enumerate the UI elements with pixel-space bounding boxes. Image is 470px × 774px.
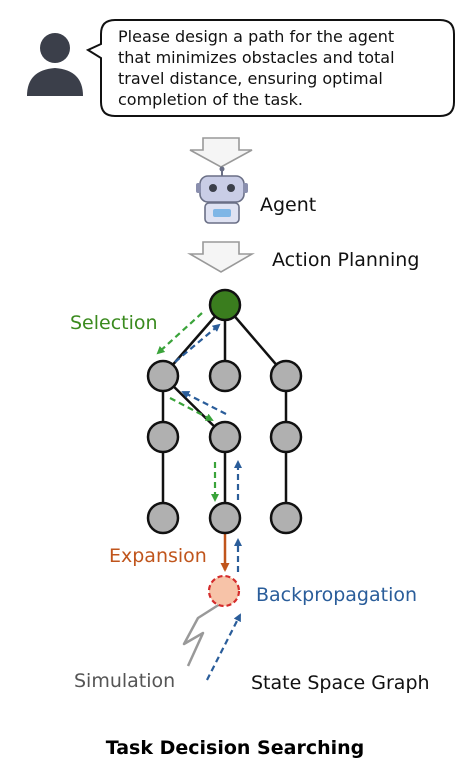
- prompt-line-2: that minimizes obstacles and total: [118, 48, 395, 67]
- agent-label: Agent: [260, 194, 316, 216]
- prompt-line-3: travel distance, ensuring optimal: [118, 69, 383, 88]
- tree-node: [146, 420, 180, 454]
- expansion-label: Expansion: [109, 545, 207, 567]
- prompt-line-1: Please design a path for the agent: [118, 27, 394, 46]
- simulation-label: Simulation: [74, 670, 175, 692]
- flow-down-arrow-icon: [189, 137, 253, 168]
- backpropagation-label: Backpropagation: [256, 584, 417, 606]
- tree-node: [269, 501, 303, 535]
- tree-edges: [161, 304, 288, 518]
- flow-down-arrow-icon-2: [187, 241, 255, 273]
- backpropagation-path: [174, 323, 242, 681]
- tree-node: [208, 359, 242, 393]
- user-avatar-icon: [27, 33, 83, 96]
- tree-node: [208, 501, 242, 535]
- figure-title: Task Decision Searching: [106, 737, 365, 759]
- tree-node: [208, 420, 242, 454]
- tree-node: [269, 359, 303, 393]
- state-space-graph-label: State Space Graph: [251, 672, 430, 694]
- tree-node: [146, 359, 180, 393]
- expanded-node: [207, 574, 241, 608]
- root-node: [208, 288, 242, 322]
- selection-label: Selection: [70, 312, 158, 334]
- robot-agent-icon: [196, 166, 248, 224]
- simulation-squiggle: [182, 602, 221, 667]
- selection-path: [156, 312, 219, 502]
- tree-nodes: [146, 288, 303, 535]
- action-planning-label: Action Planning: [272, 249, 419, 271]
- tree-node: [146, 501, 180, 535]
- prompt-line-4: completion of the task.: [118, 90, 303, 109]
- user-prompt-bubble: Please design a path for the agent that …: [85, 19, 455, 117]
- tree-node: [269, 420, 303, 454]
